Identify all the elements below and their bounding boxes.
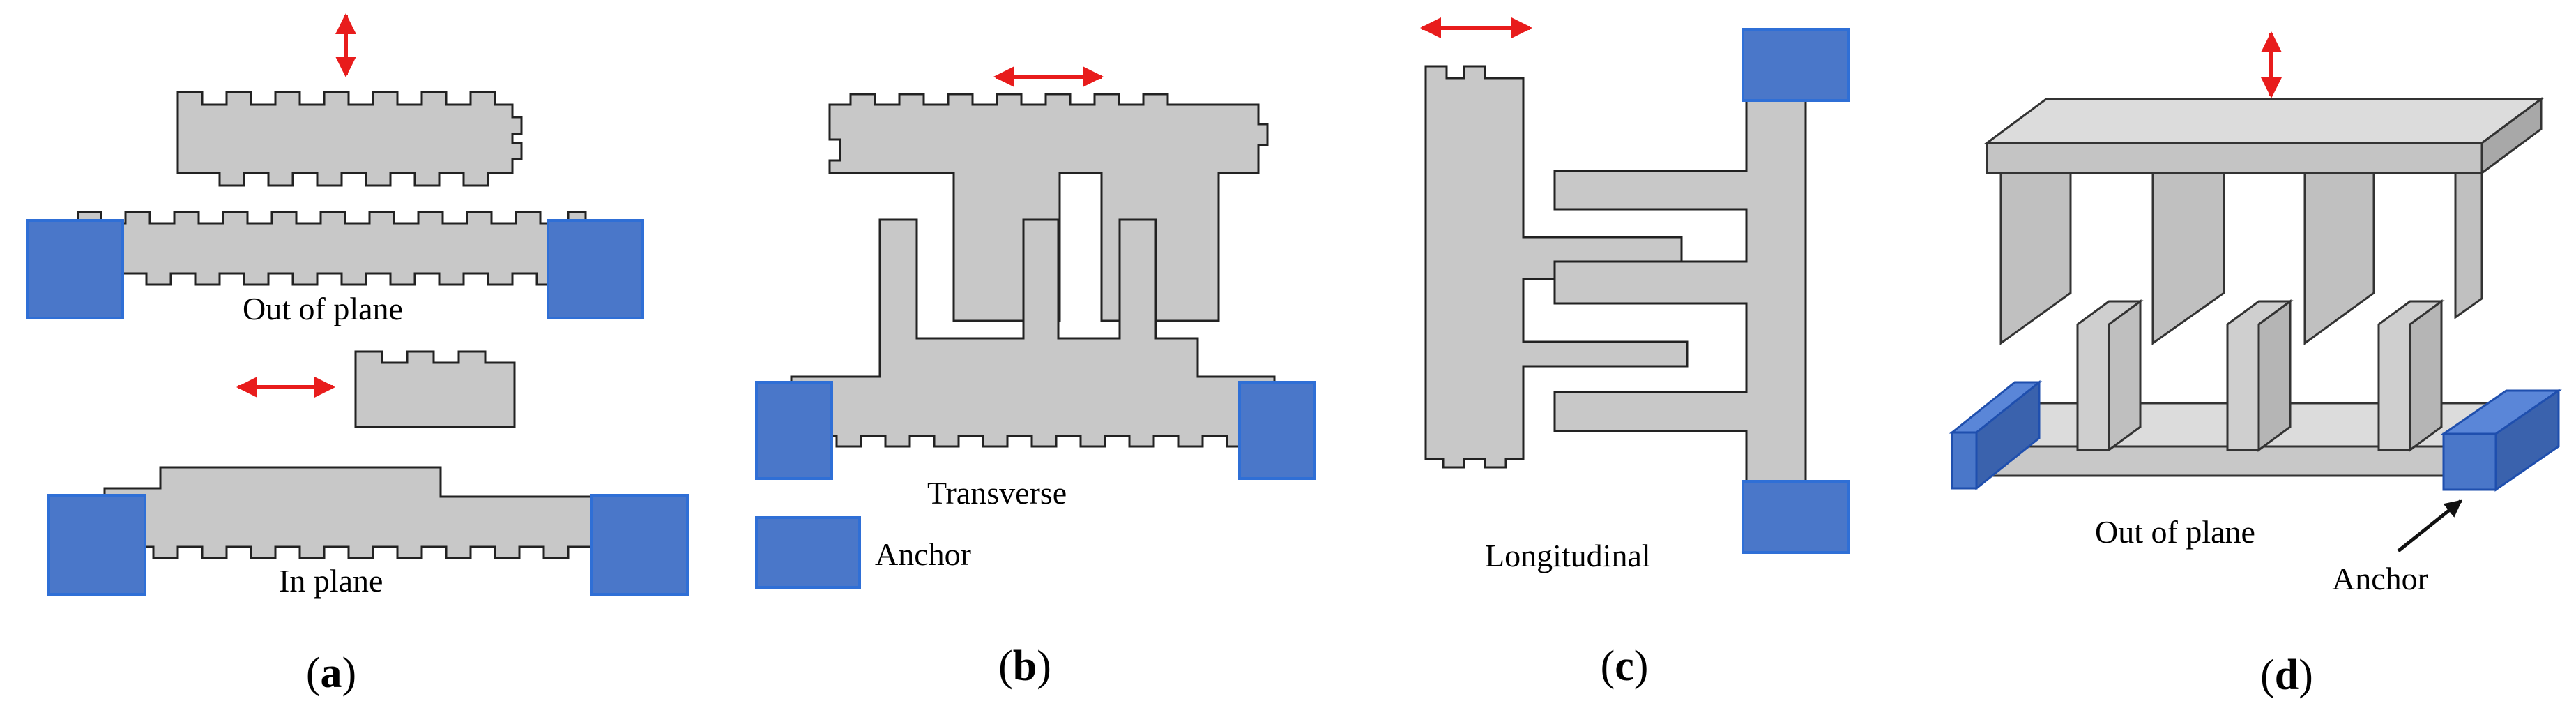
panel-d: Out of plane Anchor (d) xyxy=(1949,31,2562,699)
fixed-electrode-in-plane xyxy=(103,466,594,559)
label-transverse: Transverse xyxy=(927,475,1067,511)
anchor-left-d-front xyxy=(1951,431,1978,490)
label-out-of-plane-d: Out of plane xyxy=(2095,514,2255,550)
top-plate-side xyxy=(2480,97,2543,175)
label-out-of-plane: Out of plane xyxy=(243,291,403,326)
anchor-bottom-c xyxy=(1742,480,1850,554)
top-plate-front xyxy=(1986,142,2483,174)
panel-b: Transverse Anchor (b) xyxy=(755,66,1316,690)
anchor-left-b xyxy=(755,381,833,480)
legend-anchor-label: Anchor xyxy=(875,536,971,572)
bottom-finger-2-side xyxy=(2257,299,2292,452)
bottom-finger-1-face xyxy=(2076,300,2144,451)
fixed-electrode-transverse xyxy=(790,218,1276,448)
anchor-right-a1 xyxy=(547,219,644,319)
top-plate xyxy=(1983,98,2545,144)
anchor-right-d-front xyxy=(2442,432,2497,491)
panel-a: Out of plane In plane (a) xyxy=(26,13,689,697)
fixed-electrode-longitudinal xyxy=(1553,96,1807,490)
caption-c: (c) xyxy=(1601,642,1649,690)
legend-anchor-swatch xyxy=(755,516,861,589)
fixed-electrode-out-of-plane xyxy=(77,211,587,286)
caption-a: (a) xyxy=(306,649,356,697)
movable-electrode-in-plane xyxy=(354,350,516,428)
anchor-right-d-side xyxy=(2494,389,2560,492)
label-longitudinal: Longitudinal xyxy=(1485,538,1651,573)
bottom-finger-3-side xyxy=(2409,299,2443,452)
movable-electrode-top xyxy=(176,91,523,187)
caption-d: (d) xyxy=(2260,652,2313,699)
anchor-right-a2 xyxy=(590,494,689,596)
anchor-left-d-side xyxy=(1975,379,2041,491)
panel-c: Longitudinal (c) xyxy=(1420,17,1850,690)
top-finger-4 xyxy=(2454,172,2483,319)
label-anchor-d: Anchor xyxy=(2332,561,2428,596)
arrow-icon xyxy=(2397,499,2462,552)
anchor-top-c xyxy=(1742,28,1850,102)
label-in-plane: In plane xyxy=(279,563,383,599)
anchor-right-b xyxy=(1238,381,1316,480)
anchor-left-a2 xyxy=(47,494,146,596)
anchor-left-a1 xyxy=(26,219,124,319)
top-finger-1 xyxy=(1999,172,2072,345)
top-finger-2 xyxy=(2151,172,2225,345)
top-finger-3 xyxy=(2303,172,2375,345)
movable-electrode-transverse xyxy=(828,93,1269,322)
caption-b: (b) xyxy=(998,642,1051,690)
